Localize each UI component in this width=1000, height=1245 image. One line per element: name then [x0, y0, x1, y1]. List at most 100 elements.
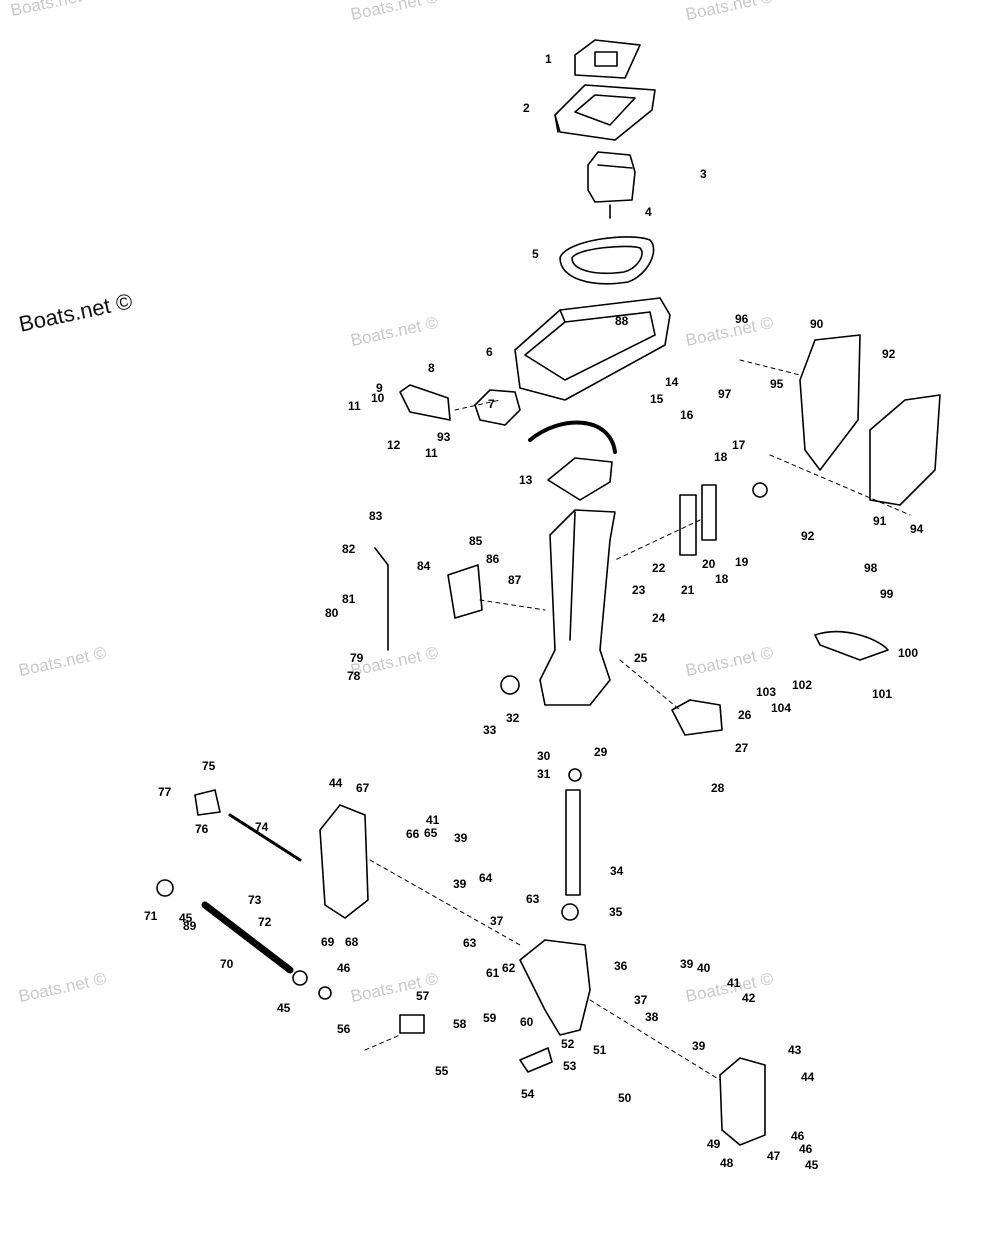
callout-label: 92: [801, 529, 815, 543]
part-swivel-bracket: [519, 939, 591, 1036]
callout-label: 38: [645, 1010, 659, 1024]
callout-label: 82: [342, 542, 356, 556]
callout-label: 63: [526, 892, 540, 906]
callout-label: 101: [872, 687, 892, 701]
callout-label: 45: [179, 911, 193, 925]
part-adapter-plate: [554, 84, 656, 141]
callout-label: 74: [255, 820, 269, 834]
callout-label: 69: [321, 935, 335, 949]
callout-label: 13: [519, 473, 533, 487]
callout-label: 78: [347, 669, 361, 683]
callout-label: 68: [345, 935, 359, 949]
part-clamp-bracket-right: [719, 1057, 766, 1146]
callout-label: 4: [645, 205, 652, 219]
part-bushing: [561, 903, 579, 921]
part-mount: [474, 389, 521, 426]
part-washer: [568, 768, 582, 782]
callout-label: 36: [614, 959, 628, 973]
callout-label: 50: [618, 1091, 632, 1105]
callout-label: 71: [144, 909, 158, 923]
part-seal-ring: [559, 236, 655, 285]
part-cowl-right: [869, 394, 941, 506]
callout-label: 40: [697, 961, 711, 975]
callout-label: 44: [329, 776, 343, 790]
callout-label: 90: [810, 317, 824, 331]
callout-label: 18: [715, 572, 729, 586]
callout-label: 103: [756, 685, 776, 699]
callout-label: 39: [454, 831, 468, 845]
callout-label: 70: [220, 957, 234, 971]
callout-label: 10: [371, 391, 385, 405]
callout-label: 66: [406, 827, 420, 841]
callout-label: 91: [873, 514, 887, 528]
callout-label: 73: [248, 893, 262, 907]
part-exhaust-plate: [514, 297, 671, 401]
callout-label: 5: [532, 247, 539, 261]
part-lever-76: [194, 789, 221, 816]
callout-label: 77: [158, 785, 172, 799]
part-plate-20: [701, 484, 717, 541]
part-grommet: [500, 675, 520, 695]
callout-label: 41: [426, 813, 440, 827]
callout-label: 15: [650, 392, 664, 406]
callout-label: 85: [469, 534, 483, 548]
callout-label: 98: [864, 561, 878, 575]
callout-label: 2: [523, 101, 530, 115]
callout-label: 83: [369, 509, 383, 523]
callout-label: 3: [700, 167, 707, 181]
callout-label: 37: [634, 993, 648, 1007]
part-bracket: [399, 384, 451, 421]
callout-label: 24: [652, 611, 666, 625]
callout-label: 16: [680, 408, 694, 422]
part-bracket-26: [671, 699, 723, 736]
callout-label: 97: [718, 387, 732, 401]
part-block: [399, 1014, 425, 1034]
callout-label: 95: [770, 377, 784, 391]
callout-label: 26: [738, 708, 752, 722]
callout-label: 80: [325, 606, 339, 620]
callout-label: 28: [711, 781, 725, 795]
callout-label: 33: [483, 723, 497, 737]
callout-label: 60: [520, 1015, 534, 1029]
callout-label: 29: [594, 745, 608, 759]
callout-label: 23: [632, 583, 646, 597]
callout-label: 88: [615, 314, 629, 328]
callout-label: 46: [791, 1129, 805, 1143]
callout-label: 94: [910, 522, 924, 536]
callout-label: 53: [563, 1059, 577, 1073]
callout-label: 34: [610, 864, 624, 878]
callout-label: 87: [508, 573, 522, 587]
callout-label: 102: [792, 678, 812, 692]
callout-label: 84: [417, 559, 431, 573]
callout-label: 63: [463, 936, 477, 950]
callout-label: 45: [805, 1158, 819, 1172]
callout-label: 59: [483, 1011, 497, 1025]
callout-label: 31: [537, 767, 551, 781]
callout-label: 46: [337, 961, 351, 975]
callout-label: 61: [486, 966, 500, 980]
part-cover: [587, 151, 636, 203]
callout-label: 14: [665, 375, 679, 389]
part-grommet-93: [752, 482, 768, 498]
callout-label: 21: [681, 583, 695, 597]
callout-label: 1: [545, 52, 552, 66]
part-tilt-tube: [201, 901, 294, 974]
callout-label: 93: [437, 430, 451, 444]
part-rod: [374, 547, 389, 651]
callout-label: 62: [502, 961, 516, 975]
part-hose: [528, 420, 617, 454]
callout-label: 92: [882, 347, 896, 361]
callout-label: 64: [479, 871, 493, 885]
callout-label: 37: [490, 914, 504, 928]
callout-label: 41: [727, 976, 741, 990]
callout-label: 57: [416, 989, 430, 1003]
callout-label: 39: [680, 957, 694, 971]
callout-label: 79: [350, 651, 364, 665]
callout-label: 35: [609, 905, 623, 919]
callout-label: 72: [258, 915, 272, 929]
callout-label: 89: [183, 919, 197, 933]
callout-label: 22: [652, 561, 666, 575]
callout-label: 30: [537, 749, 551, 763]
